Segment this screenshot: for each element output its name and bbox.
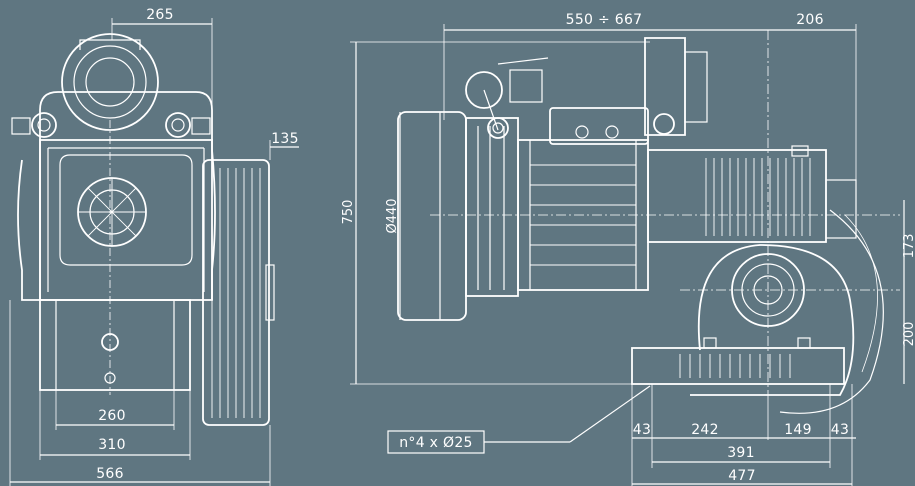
lug-right	[191, 117, 211, 135]
motor-flange	[465, 117, 519, 297]
front-inner-panel	[59, 154, 193, 266]
lift-eye-right	[165, 112, 191, 138]
lift-eye-side	[653, 113, 675, 135]
dim-477: 477	[728, 468, 756, 484]
dim-242: 242	[691, 422, 719, 438]
gearbox-upper	[647, 149, 827, 243]
dim-391: 391	[727, 445, 755, 461]
dim-diameter-440: Ø440	[385, 198, 400, 233]
dim-265: 265	[146, 7, 174, 23]
sheave-pulley	[202, 159, 270, 426]
front-lower-body	[39, 299, 191, 391]
dim-43-right: 43	[831, 422, 849, 438]
gearbox-casing	[690, 244, 855, 396]
lift-eye-left	[31, 112, 57, 138]
brake-lever-hub	[465, 71, 503, 109]
lug-left	[11, 117, 31, 135]
dim-200: 200	[902, 322, 915, 347]
dim-260: 260	[98, 408, 126, 424]
dim-566: 566	[96, 466, 124, 482]
encoder-housing	[644, 37, 686, 136]
shaft-end	[265, 264, 275, 321]
dim-206: 206	[796, 12, 824, 28]
dim-750: 750	[341, 200, 356, 225]
top-drum-mid	[73, 45, 147, 119]
brake-switch	[509, 69, 543, 103]
dim-550-667: 550 ÷ 667	[566, 12, 643, 28]
top-drum-outer	[61, 33, 159, 131]
dim-149: 149	[784, 422, 812, 438]
brake-drum	[397, 111, 467, 321]
dim-173: 173	[902, 234, 915, 259]
front-body	[39, 139, 213, 301]
front-view: 265 135 260 310 566	[9, 7, 299, 486]
base-foot	[631, 347, 845, 385]
terminal-box	[549, 107, 649, 145]
front-housing-top	[39, 91, 213, 140]
side-view: 550 ÷ 667 206 750 Ø440 173 200 43 242 14…	[341, 12, 915, 486]
top-drum-inner	[85, 57, 135, 107]
front-housing-left	[17, 140, 41, 301]
dim-43-left: 43	[633, 422, 651, 438]
callout-bolts: n°4 x Ø25	[399, 435, 473, 451]
sheave-arc	[779, 209, 884, 414]
brake-lever-pivot	[487, 117, 509, 139]
dim-135: 135	[271, 131, 299, 147]
dim-310: 310	[98, 437, 126, 453]
gearbox-end-cap	[825, 179, 857, 239]
